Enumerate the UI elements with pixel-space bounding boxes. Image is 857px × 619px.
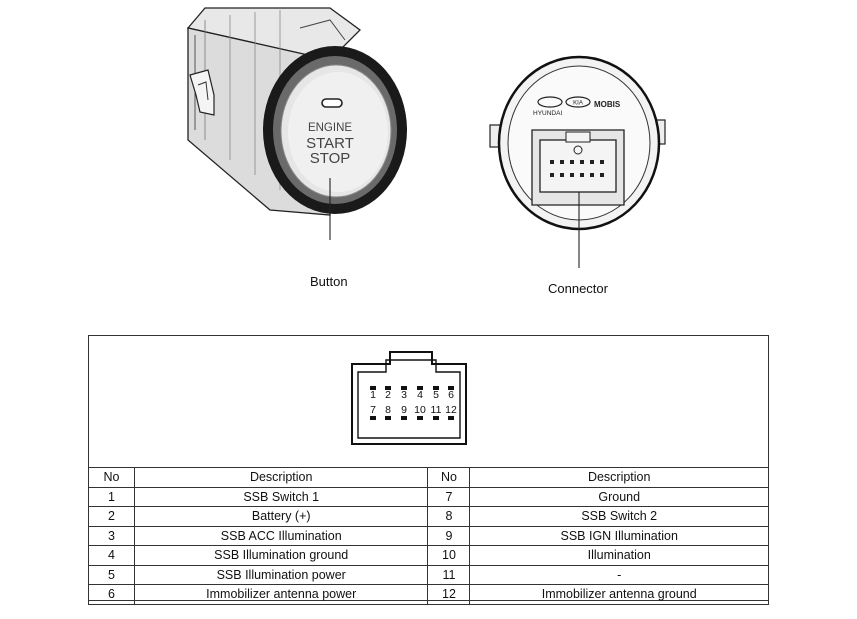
start-stop-button-illustration: ENGINE START STOP xyxy=(186,7,407,240)
connector-rear-illustration: HYUNDAI KIA MOBIS xyxy=(489,55,666,268)
kia-logo-icon xyxy=(565,96,591,108)
pin-terminal-top-3 xyxy=(401,386,407,390)
table-row: 1 SSB Switch 1 7 Ground xyxy=(88,486,769,507)
connector-callout-label: Connector xyxy=(548,281,608,296)
button-face-stop: STOP xyxy=(310,150,351,167)
table-header-row: No Description No Description xyxy=(88,467,769,488)
pin-terminal-top-2 xyxy=(385,386,391,390)
pin-terminal-top-1 xyxy=(370,386,376,390)
pin-label-1: 1 xyxy=(370,389,376,401)
pin-label-11: 11 xyxy=(431,404,442,416)
pin-description-table: No Description No Description 1 SSB Swit… xyxy=(88,467,769,605)
pin-description: Battery (+) xyxy=(133,506,429,527)
pin-number: 9 xyxy=(427,525,471,546)
pin-number: 12 xyxy=(427,584,471,605)
pin-terminal-bottom-5 xyxy=(433,416,439,420)
button-callout-label: Button xyxy=(310,274,348,289)
table-row: 4 SSB Illumination ground 10 Illuminatio… xyxy=(88,545,769,566)
header-description-right: Description xyxy=(469,467,769,488)
button-face-engine: ENGINE xyxy=(308,122,352,134)
table-row: 6 Immobilizer antenna power 12 Immobiliz… xyxy=(88,584,769,605)
pin-number: 3 xyxy=(88,525,135,546)
pin-label-12: 12 xyxy=(445,404,457,416)
pin-label-3: 3 xyxy=(401,389,407,401)
hyundai-logo-icon xyxy=(537,96,563,108)
pin-description: Ground xyxy=(469,486,769,507)
pin-number: 5 xyxy=(88,564,135,585)
pin-terminal-top-6 xyxy=(448,386,454,390)
pin-terminal-top-4 xyxy=(417,386,423,390)
pin-terminal-bottom-3 xyxy=(401,416,407,420)
logo-text-kia: KIA xyxy=(573,101,583,107)
pin-description: SSB Illumination ground xyxy=(133,545,429,566)
pin-number: 8 xyxy=(427,506,471,527)
pin-label-2: 2 xyxy=(385,389,391,401)
header-description-left: Description xyxy=(133,467,429,488)
pin-number: 11 xyxy=(427,564,471,585)
pin-description: Immobilizer antenna ground xyxy=(469,584,769,605)
connector-pinout-diagram: 1 2 3 4 5 6 7 8 9 10 11 12 xyxy=(351,351,467,445)
pin-description: SSB Switch 1 xyxy=(133,486,429,507)
pin-number: 10 xyxy=(427,545,471,566)
pin-description: SSB ACC Illumination xyxy=(133,525,429,546)
pin-label-9: 9 xyxy=(401,404,407,416)
pin-label-5: 5 xyxy=(433,389,439,401)
pin-label-7: 7 xyxy=(370,404,376,416)
logo-text-hyundai: HYUNDAI xyxy=(533,110,562,117)
pin-label-6: 6 xyxy=(448,389,454,401)
pin-number: 1 xyxy=(88,486,135,507)
pin-description: Immobilizer antenna power xyxy=(133,584,429,605)
pin-description: SSB Illumination power xyxy=(133,564,429,585)
pin-description: - xyxy=(469,564,769,585)
pin-description: Illumination xyxy=(469,545,769,566)
pin-number: 2 xyxy=(88,506,135,527)
pin-terminal-bottom-4 xyxy=(417,416,423,420)
table-row: 2 Battery (+) 8 SSB Switch 2 xyxy=(88,506,769,527)
header-no-left: No xyxy=(88,467,135,488)
logo-text-mobis: MOBIS xyxy=(594,100,621,109)
pin-terminal-bottom-6 xyxy=(448,416,454,420)
pin-label-10: 10 xyxy=(414,404,426,416)
pin-terminal-bottom-2 xyxy=(385,416,391,420)
button-face-start: START xyxy=(306,135,354,152)
pin-description: SSB Switch 2 xyxy=(469,506,769,527)
pin-description: SSB IGN Illumination xyxy=(469,525,769,546)
pin-terminal-bottom-1 xyxy=(370,416,376,420)
table-row: 5 SSB Illumination power 11 - xyxy=(88,564,769,585)
table-row: 3 SSB ACC Illumination 9 SSB IGN Illumin… xyxy=(88,525,769,546)
pin-number: 4 xyxy=(88,545,135,566)
header-no-right: No xyxy=(427,467,471,488)
pin-number: 7 xyxy=(427,486,471,507)
pin-number: 6 xyxy=(88,584,135,605)
connector-key-mark-icon xyxy=(573,145,583,155)
pin-label-8: 8 xyxy=(385,404,391,416)
pin-label-4: 4 xyxy=(417,389,423,401)
pin-terminal-top-5 xyxy=(433,386,439,390)
